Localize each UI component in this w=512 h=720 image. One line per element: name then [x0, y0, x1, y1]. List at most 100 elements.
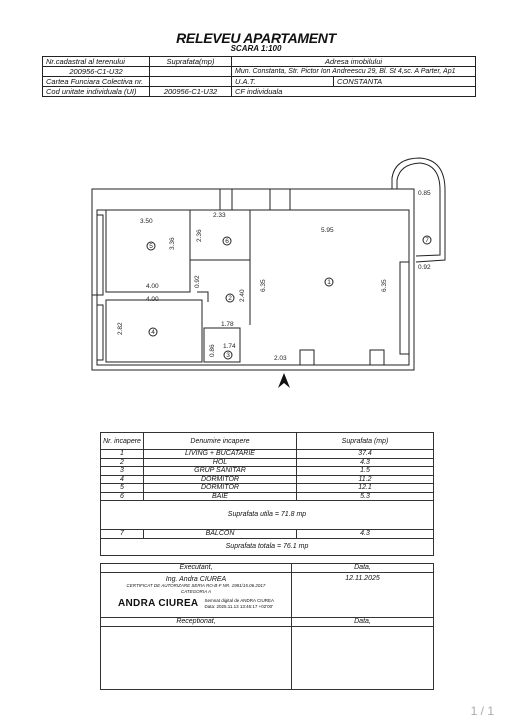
row-name: BAIE: [143, 491, 297, 501]
room-3-marker: [223, 350, 233, 360]
col-nr: Nr. incapere: [100, 432, 144, 450]
dim-1-74: 1.74: [223, 343, 236, 350]
dim-6-35-a: 6.35: [260, 279, 267, 292]
dim-3-50: 3.50: [140, 218, 153, 225]
row-area: 5.3: [296, 491, 434, 501]
balcony-outline: [391, 157, 446, 263]
row-name: DORMITOR: [143, 474, 297, 484]
rooms-table: Nr. incapere Denumire incapere Suprafata…: [100, 432, 434, 556]
room-7-number: 7: [425, 237, 429, 244]
dim-6-35-b: 6.35: [381, 279, 388, 292]
window-left-1: [96, 214, 104, 296]
dim-2-33: 2.33: [213, 212, 226, 219]
row-area: 11.2: [296, 474, 434, 484]
executant-block: Ing. Andra CIUREA CERTIFICAT DE AUTORIZA…: [100, 572, 292, 618]
window-bottom-1: [299, 349, 315, 366]
scale-label: SCARA 1:100: [230, 44, 282, 53]
dim-3-36: 3.36: [169, 237, 176, 250]
uat-value: CONSTANTA: [333, 76, 476, 87]
date-label: Data,: [291, 563, 434, 573]
row-area: 4.3: [296, 529, 434, 539]
window-top-1: [219, 188, 233, 211]
outer-wall-outline: [91, 188, 415, 371]
inner-wall-outline: [96, 209, 410, 366]
uat-label: U.A.T.: [231, 76, 334, 87]
page-number: 1 / 1: [470, 704, 494, 718]
row-nr: 1: [100, 449, 144, 459]
room-6-number: 6: [225, 238, 229, 245]
entrance-arrow-icon: [278, 373, 290, 388]
dim-1-78: 1.78: [221, 321, 234, 328]
property-info-table: Nr.cadastral al terenului Suprafata(mp) …: [42, 56, 476, 97]
window-left-2: [96, 304, 104, 361]
dim-2-40: 2.40: [239, 289, 246, 302]
dim-4-00-a: 4.00: [146, 283, 159, 290]
authorization-cert: CERTIFICAT DE AUTORIZARE SERIA RO-B-F NR…: [126, 583, 266, 588]
row-nr: 7: [100, 529, 144, 539]
floor-plan: 5 6 1 2 4 3 7 3.50 3.36 2.33 2.36 5.95 0…: [91, 157, 446, 388]
room-1-marker: [324, 277, 334, 287]
row-area: 1.5: [296, 466, 434, 476]
digital-signed-by: Semnat digital de ANDRA CIUREA: [204, 598, 274, 603]
dim-2-36: 2.36: [196, 229, 203, 242]
total-area: Suprafata totala = 76.1 mp: [100, 537, 434, 556]
bedroom-4-wall: [105, 299, 203, 363]
row-area: 12.1: [296, 483, 434, 493]
receptionat-date-block: [291, 626, 434, 690]
col-area: Suprafata (mp): [296, 432, 434, 450]
hall-partition: [197, 291, 209, 302]
window-bottom-2: [369, 349, 385, 366]
executant-label: Executant,: [100, 563, 292, 573]
date-value: 12.11.2025: [291, 572, 434, 618]
row-name: BALCON: [143, 529, 297, 539]
authorization-category: CATEGORIA A: [180, 588, 212, 594]
row-nr: 6: [100, 491, 144, 501]
area-label: Suprafata(mp): [149, 56, 232, 67]
date-value-text: 12.11.2025: [345, 575, 380, 582]
digital-signature: ANDRA CIUREA Semnat digital de ANDRA CIU…: [103, 598, 289, 609]
address-label: Adresa imobilului: [231, 56, 476, 67]
row-name: DORMITOR: [143, 483, 297, 493]
receptionat-block: [100, 626, 292, 690]
receptionat-label: Receptionat,: [100, 617, 292, 627]
row-area: 4.3: [296, 457, 434, 467]
page-title: RELEVEU APARTAMENT: [176, 30, 336, 46]
dim-0-92-b: 0.92: [194, 275, 201, 288]
room-4-marker: [148, 327, 158, 337]
cadastral-label: Nr.cadastral al terenului: [42, 56, 150, 67]
room-5-marker: [146, 241, 156, 251]
room-3-number: 3: [226, 352, 230, 359]
hall-wall: [190, 259, 251, 325]
row-nr: 5: [100, 483, 144, 493]
room-4-number: 4: [151, 329, 155, 336]
unit-code-label: Cod unitate individuala (UI): [42, 86, 150, 97]
row-area: 37.4: [296, 449, 434, 459]
dim-2-82: 2.82: [117, 322, 124, 335]
dim-5-95: 5.95: [321, 227, 334, 234]
room-1-number: 1: [327, 279, 331, 286]
row-nr: 3: [100, 466, 144, 476]
dim-4-00-b: 4.00: [146, 296, 159, 303]
wc-3-wall: [203, 327, 241, 363]
date-label-2: Data,: [291, 617, 434, 627]
land-book-value: [149, 76, 232, 87]
area-value: [149, 66, 232, 77]
room-2-marker: [225, 293, 235, 303]
dim-0-85: 0.85: [418, 190, 431, 197]
unit-code-value: 200956-C1-U32: [149, 86, 232, 97]
dim-0-86: 0.86: [209, 344, 216, 357]
land-book-label: Cartea Funciara Colectiva nr.: [42, 76, 150, 87]
dim-2-03: 2.03: [274, 355, 287, 362]
row-name: GRUP SANITAR: [143, 466, 297, 476]
room-7-marker: [422, 235, 432, 245]
room-5-number: 5: [149, 243, 153, 250]
cf-label: CF individuala: [231, 86, 476, 97]
row-nr: 2: [100, 457, 144, 467]
room-6-marker: [222, 236, 232, 246]
window-right: [399, 261, 410, 355]
dim-0-92: 0.92: [418, 264, 431, 271]
